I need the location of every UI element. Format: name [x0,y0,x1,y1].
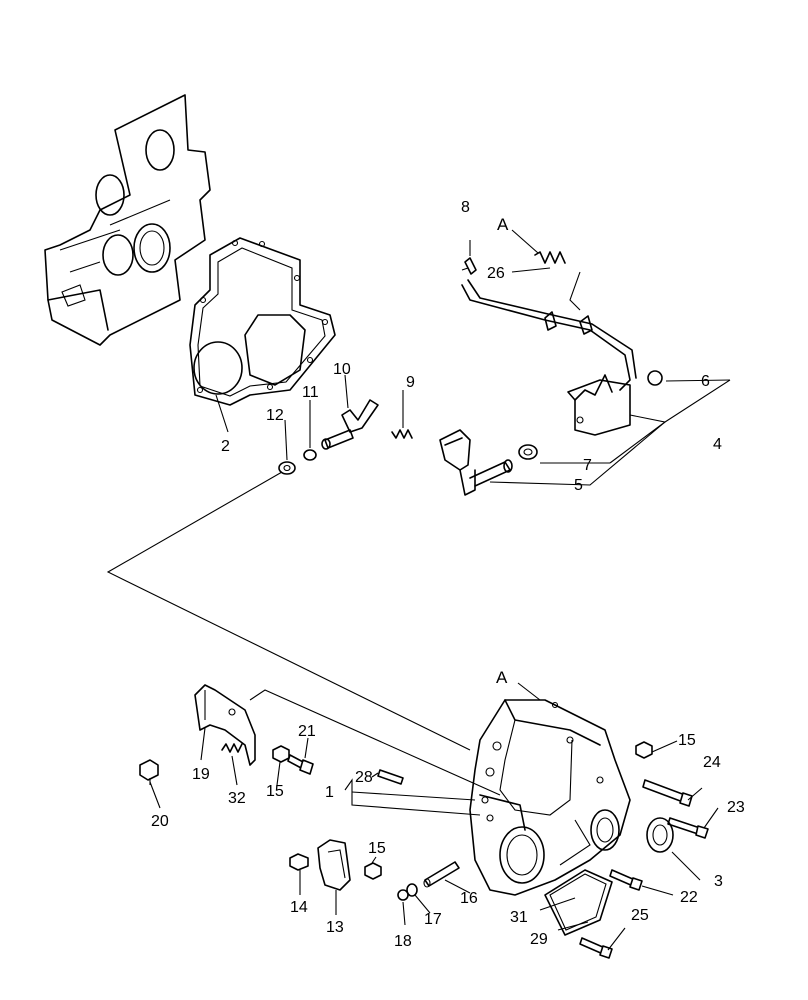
front-cover [469,699,631,896]
bolt-21 [287,754,314,775]
label-28: 28 [355,769,373,786]
label-17: 17 [424,911,442,928]
label-21: 21 [298,723,316,740]
label-22: 22 [680,889,698,906]
label-15-bottom: 15 [368,840,386,857]
label-10: 10 [333,361,351,378]
seal-18 [397,889,409,901]
label-6: 6 [701,373,710,390]
bolt-22 [609,869,643,891]
label-25: 25 [631,907,649,924]
spring-32 [221,743,243,753]
label-23: 23 [727,799,745,816]
bolt-20 [139,759,159,785]
label-5: 5 [574,477,583,494]
bracket-13 [317,839,351,891]
oil-seal-3 [646,817,674,853]
nut-15-bottom [364,862,382,880]
washer-11 [303,449,317,461]
label-15-left: 15 [266,783,284,800]
nut-15-right [635,741,653,759]
label-20: 20 [151,813,169,830]
label-29: 29 [530,931,548,948]
bracket-19 [194,684,256,766]
nut-15-left [272,745,290,763]
label-9: 9 [406,374,415,391]
label-18: 18 [394,933,412,950]
pin-28 [377,769,404,785]
cover-plate-31 [544,869,613,936]
label-13: 13 [326,919,344,936]
dowel-16 [423,861,460,888]
label-26: 26 [487,265,505,282]
screw-8 [461,257,477,275]
lever-bracket-assembly [461,279,637,436]
lever-10 [321,399,379,450]
label-15-right: 15 [678,732,696,749]
label-1: 1 [325,784,334,801]
callout-labels: 1 2 3 4 5 6 7 8 9 10 11 12 13 14 15 15 1… [151,199,745,950]
spring-9 [391,429,413,439]
front-cover-gasket [189,237,336,406]
reference-letter-a-bottom: A [496,668,508,687]
bolt-14 [289,853,309,871]
washer-17 [406,883,418,897]
label-12: 12 [266,407,284,424]
spring-26 [534,251,566,264]
label-4: 4 [713,436,722,453]
seal-12 [278,461,296,475]
label-3: 3 [714,873,723,890]
lever-shaft-5 [439,429,513,496]
bolt-23 [667,817,709,839]
leader-lines [106,229,731,951]
bolt-25 [579,937,613,959]
label-19: 19 [192,766,210,783]
label-7: 7 [583,457,592,474]
washer-7 [518,444,538,460]
label-11: 11 [302,384,319,401]
label-2: 2 [221,438,230,455]
label-31: 31 [510,909,528,926]
engine-block [44,94,211,346]
label-24: 24 [703,754,721,771]
label-8: 8 [461,199,470,216]
label-14: 14 [290,899,308,916]
bolt-24 [642,779,693,807]
label-32: 32 [228,790,246,807]
snap-ring-6 [647,370,663,386]
reference-letter-a-top: A [497,215,509,234]
label-16: 16 [460,890,478,907]
